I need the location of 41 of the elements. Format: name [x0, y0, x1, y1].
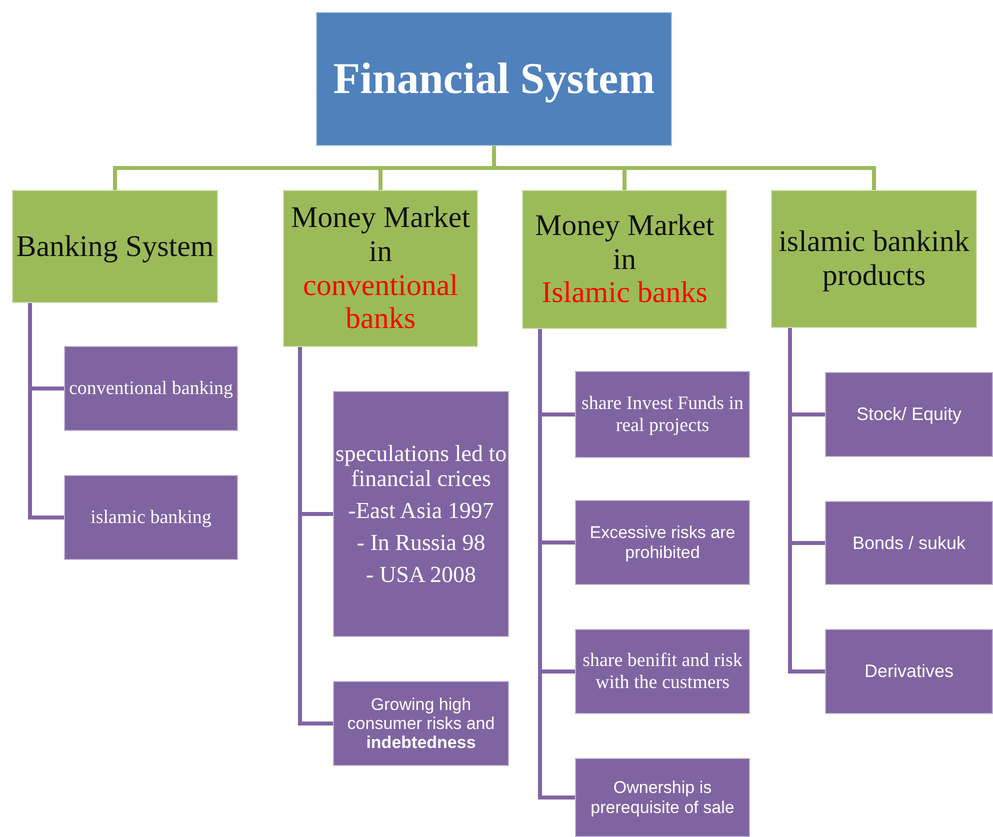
node-label: speculations led to financial crices	[334, 440, 508, 492]
item-box	[64, 346, 238, 431]
node-label: Bonds / sukuk	[852, 532, 966, 554]
item-box	[575, 371, 750, 458]
connector-line	[538, 329, 575, 800]
node-label: share Invest Funds in real projects	[580, 393, 744, 436]
item-box	[333, 681, 509, 766]
item-box	[575, 500, 750, 585]
node-label: Money Market in	[290, 201, 472, 268]
connector-line	[788, 328, 825, 674]
item-box	[64, 475, 238, 560]
node-label: share benifit and risk with the custmers	[582, 650, 744, 693]
node-label: Growing high consumer risks and indebtedness	[346, 694, 496, 752]
item-box	[825, 629, 993, 714]
node-label: conventional banks	[302, 268, 459, 336]
category-box	[12, 190, 218, 303]
item-box	[333, 391, 509, 637]
node-label: - In Russia 98	[356, 530, 486, 556]
category-box	[771, 190, 977, 328]
connector-line	[298, 347, 333, 726]
node-label: islamic bankink products	[778, 225, 970, 293]
node-label: Excessive risks are prohibited	[588, 523, 736, 562]
category-box	[522, 190, 727, 329]
node-label: - USA 2008	[366, 562, 476, 588]
title-box	[316, 12, 672, 146]
node-label: Islamic banks	[542, 276, 708, 310]
node-label: Derivatives	[864, 661, 954, 682]
category-box	[283, 190, 478, 347]
connector-line	[492, 146, 876, 190]
node-label: islamic banking	[90, 506, 212, 528]
node-label: Ownership is prerequisite of sale	[590, 778, 736, 817]
node-label: Stock/ Equity	[856, 404, 962, 425]
node-label: conventional banking	[68, 378, 234, 400]
node-label: -East Asia 1997	[348, 498, 494, 524]
node-label: Banking System	[16, 230, 214, 264]
item-box	[575, 758, 750, 837]
item-box	[575, 629, 750, 714]
item-box	[825, 372, 993, 457]
node-label: Financial System	[333, 54, 655, 104]
node-label: Money Market in	[534, 209, 716, 276]
item-box	[825, 501, 993, 585]
